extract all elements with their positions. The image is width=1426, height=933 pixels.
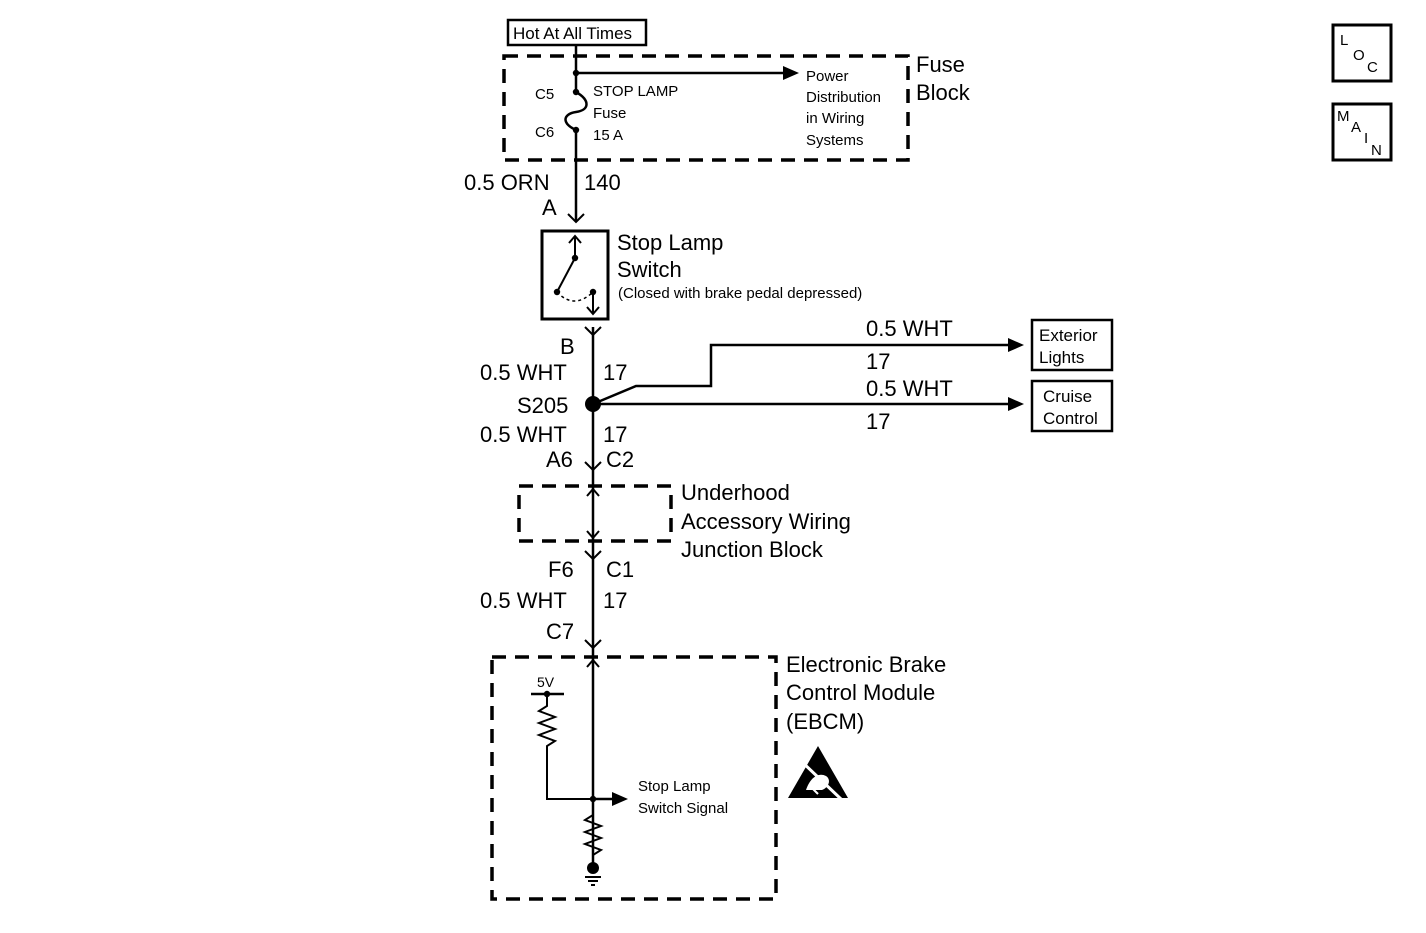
- connector-c6-label: C6: [535, 124, 554, 141]
- main-char-4: N: [1371, 142, 1382, 159]
- power-dist-label-2: Distribution: [806, 89, 881, 106]
- cruise-control-box: [1030, 379, 1114, 433]
- cruise-wire-circuit: 17: [866, 409, 890, 434]
- switch-note: (Closed with brake pedal depressed): [618, 285, 862, 302]
- switch-title-1: Stop Lamp: [617, 230, 723, 255]
- wire-orn-140: 0.5 ORN 140 A: [464, 130, 621, 224]
- power-source-label: Hot At All Times: [513, 24, 632, 43]
- pullup-resistor-icon: [536, 694, 593, 800]
- esd-warning-icon: [788, 746, 848, 802]
- cruise-wire-gauge: 0.5 WHT: [866, 376, 953, 401]
- connector-a-chevron-icon: [567, 213, 585, 224]
- loc-char-1: L: [1340, 32, 1348, 49]
- power-dist-label-1: Power: [806, 68, 849, 85]
- pulldown-resistor-icon: [582, 808, 604, 862]
- switch-pin-b: B: [560, 334, 575, 359]
- exterior-wire-circuit: 17: [866, 349, 890, 374]
- pin-f6: F6: [548, 557, 574, 582]
- exterior-wire-gauge: 0.5 WHT: [866, 316, 953, 341]
- ground-icon: [587, 862, 599, 874]
- wire-wht-17-middle: 0.5 WHT 17 A6 C2: [480, 422, 634, 472]
- exterior-lights-label-2: Lights: [1039, 348, 1084, 367]
- loc-char-2: O: [1353, 47, 1365, 64]
- fuse-rating-label: 15 A: [593, 127, 623, 144]
- main-char-2: A: [1351, 119, 1361, 136]
- connector-c5-label: C5: [535, 86, 554, 103]
- stop-lamp-switch: Stop Lamp Switch (Closed with brake peda…: [540, 229, 862, 321]
- exterior-lights-label-1: Exterior: [1039, 326, 1098, 345]
- signal-label-1: Stop Lamp: [638, 778, 711, 795]
- fuse-block-title-2: Block: [916, 80, 971, 105]
- wire-upper-circuit: 17: [603, 360, 627, 385]
- wire-lower-circuit: 17: [603, 588, 627, 613]
- exterior-arrow-icon: [1008, 338, 1024, 352]
- fuse-block-title-1: Fuse: [916, 52, 965, 77]
- cruise-arrow-icon: [1008, 397, 1024, 411]
- loc-button[interactable]: L O C: [1331, 23, 1393, 83]
- junction-block: Underhood Accessory Wiring Junction Bloc…: [517, 470, 851, 562]
- fuse-type-label: Fuse: [593, 105, 626, 122]
- main-button[interactable]: M A I N: [1331, 102, 1393, 162]
- ebcm-title-2: Control Module: [786, 680, 935, 705]
- wire-wht-17-upper: B 0.5 WHT 17: [480, 326, 627, 470]
- fuse-block: Fuse Block C5 C6 STOP LAMP Fuse 15 A Pow…: [502, 45, 971, 162]
- fuse-name-label: STOP LAMP: [593, 83, 678, 100]
- supply-5v-label: 5V: [537, 674, 555, 690]
- junction-title-3: Junction Block: [681, 537, 824, 562]
- switch-title-2: Switch: [617, 257, 682, 282]
- splice-label: S205: [517, 393, 568, 418]
- pin-a6: A6: [546, 447, 573, 472]
- junction-title-1: Underhood: [681, 480, 790, 505]
- wire-middle-circuit: 17: [603, 422, 627, 447]
- signal-label-2: Switch Signal: [638, 800, 728, 817]
- exterior-lights-box: [1030, 318, 1114, 372]
- power-dist-label-3: in Wiring: [806, 110, 864, 127]
- cruise-control-label-1: Cruise: [1043, 387, 1092, 406]
- hot-at-all-times-box: Hot At All Times: [506, 18, 648, 47]
- power-dist-label-4: Systems: [806, 132, 864, 149]
- wire-orn-gauge: 0.5 ORN: [464, 170, 550, 195]
- signal-arrow-icon: [612, 792, 628, 806]
- wire-lower-gauge: 0.5 WHT: [480, 588, 567, 613]
- connector-c1: C1: [606, 557, 634, 582]
- wire-orn-circuit: 140: [584, 170, 621, 195]
- wire-upper-gauge: 0.5 WHT: [480, 360, 567, 385]
- junction-title-2: Accessory Wiring: [681, 509, 851, 534]
- ebcm-module: Electronic Brake Control Module (EBCM) 5…: [490, 648, 946, 901]
- splice-s205: S205 0.5 WHT 17 Exterior Lights 0.5 WHT …: [517, 316, 1114, 434]
- loc-char-3: C: [1367, 59, 1378, 76]
- switch-pin-a: A: [542, 195, 557, 220]
- wire-wht-17-lower: F6 C1 0.5 WHT 17 C7: [480, 550, 634, 650]
- connector-c2: C2: [606, 447, 634, 472]
- pin-c7: C7: [546, 619, 574, 644]
- ebcm-title-3: (EBCM): [786, 709, 864, 734]
- main-char-3: I: [1364, 130, 1368, 147]
- ebcm-title-1: Electronic Brake: [786, 652, 946, 677]
- branch-arrow-icon: [783, 66, 799, 80]
- cruise-control-label-2: Control: [1043, 409, 1098, 428]
- main-char-1: M: [1337, 108, 1350, 125]
- wire-middle-gauge: 0.5 WHT: [480, 422, 567, 447]
